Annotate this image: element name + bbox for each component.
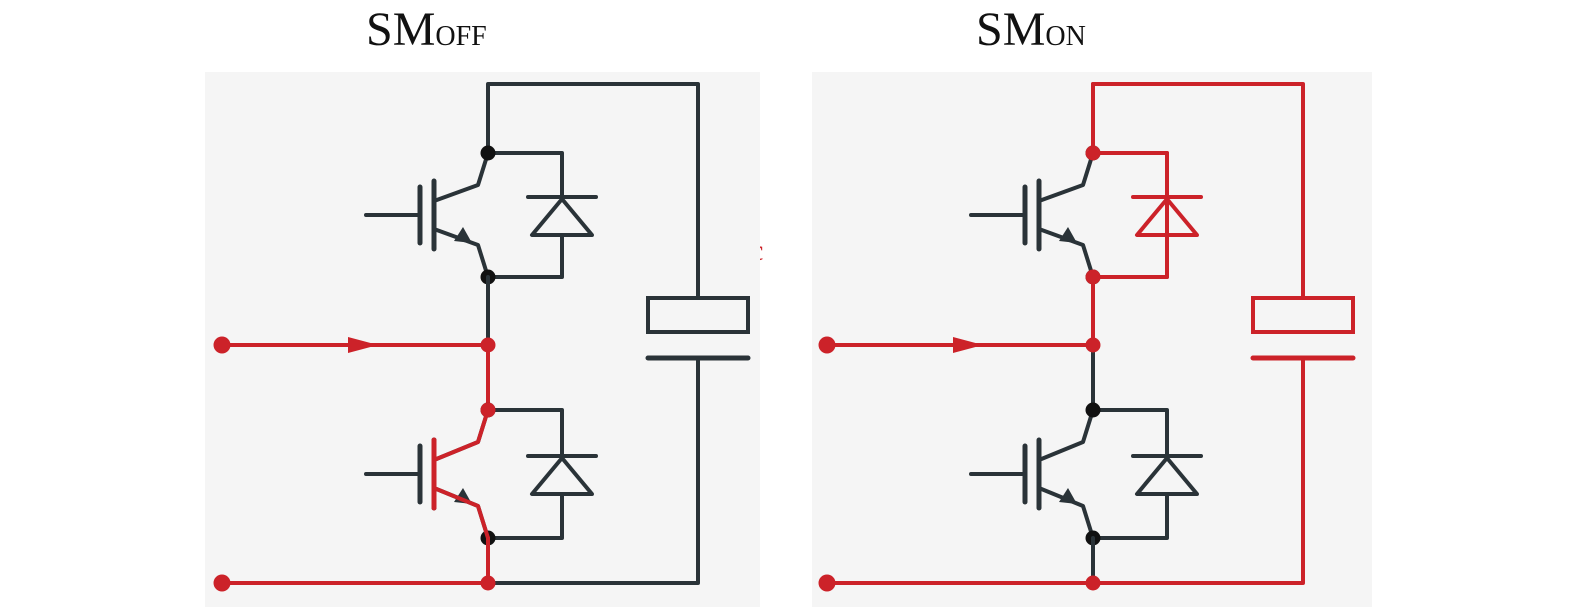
off-output-terminal [213, 574, 231, 592]
circuit-sm-on [818, 82, 1356, 592]
title-sm-off: SMOFF [366, 2, 487, 66]
off-lower-emitter-hl [432, 486, 490, 540]
on-lower-emitter-arrow [1059, 488, 1077, 504]
on-lower-collector-node [1085, 402, 1101, 418]
title-sm-off-sub: OFF [435, 21, 487, 52]
on-bottom-node [1085, 575, 1101, 591]
title-sm-on: SMON [976, 2, 1086, 66]
on-capacitor-plate-box [1251, 296, 1355, 334]
on-mid-node [1085, 337, 1101, 353]
on-capacitor-return [1091, 356, 1305, 585]
title-sm-off-main: SM [366, 3, 436, 56]
on-upper-collector-leg [1037, 151, 1095, 203]
on-input-terminal [818, 336, 836, 354]
on-current-arrow [953, 337, 983, 353]
on-output-terminal [818, 574, 836, 592]
on-lower-diode-triangle [1135, 456, 1199, 496]
on-lower-emitter-leg [1037, 486, 1095, 540]
on-upper-collector-node-hl [1085, 145, 1101, 161]
off-upper-emitter-arrow [454, 227, 472, 243]
off-upper-emitter-leg [432, 227, 490, 279]
off-current-arrow [348, 337, 378, 353]
on-upper-diode-path [1091, 151, 1169, 279]
off-bottom-node [480, 575, 496, 591]
on-upper-emitter-arrow [1059, 227, 1077, 243]
off-lower-diode-triangle [530, 456, 594, 496]
off-mid-node [480, 337, 496, 353]
off-input-terminal [213, 336, 231, 354]
off-upper-collector-leg [432, 151, 490, 203]
title-sm-on-sub: ON [1045, 21, 1086, 52]
circuit-sm-off [213, 82, 751, 592]
off-lower-collector-node-hl [480, 402, 496, 418]
off-upper-collector-node [480, 145, 496, 161]
on-upper-emitter-leg [1037, 227, 1095, 279]
off-capacitor-plate-box [646, 296, 750, 334]
off-capacitor-return [486, 356, 700, 585]
off-upper-diode-triangle [530, 197, 594, 237]
on-lower-collector-leg [1037, 408, 1095, 462]
off-top-loop [486, 82, 700, 300]
off-lower-collector-hl [432, 408, 490, 462]
title-sm-on-main: SM [976, 3, 1046, 56]
